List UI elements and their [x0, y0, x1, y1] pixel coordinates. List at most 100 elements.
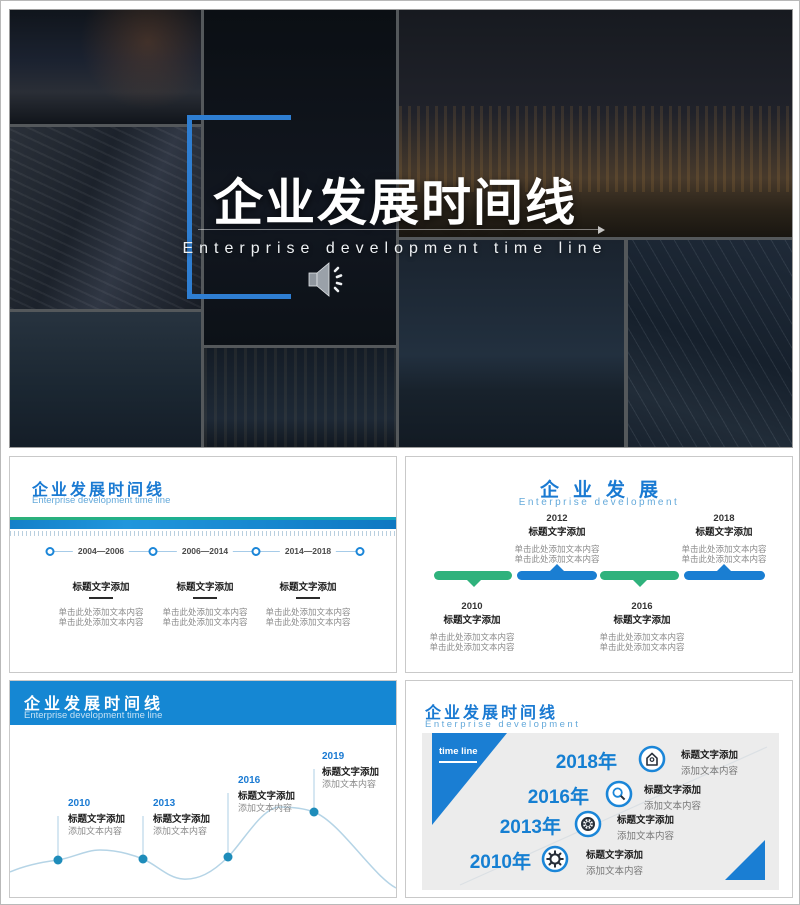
milestone-year: 2012	[546, 513, 568, 524]
photo-skyline-small	[204, 348, 396, 447]
bar-segment-blue	[684, 571, 765, 580]
year-heading: 标题文字添加	[586, 850, 644, 861]
period-text: 单击此处添加文本内容	[58, 616, 144, 627]
milestone-text: 单击此处添加文本内容	[599, 632, 685, 642]
period-block: 标题文字添加 单击此处添加文本内容 单击此处添加文本内容	[140, 579, 270, 627]
milestone-heading: 标题文字添加	[613, 615, 671, 626]
heading-rule	[89, 597, 113, 599]
milestone-year: 2018	[713, 513, 735, 524]
photo-dark-sky	[204, 10, 396, 345]
pointer-up	[716, 564, 732, 572]
milestone-heading: 标题文字添加	[68, 814, 126, 825]
year-line: 添加文本内容	[681, 766, 739, 777]
bar-segment-green	[434, 571, 512, 580]
milestone-text: 单击此处添加文本内容	[681, 544, 767, 554]
milestone-heading: 标题文字添加	[443, 615, 501, 626]
period-block: 标题文字添加 单击此处添加文本内容 单击此处添加文本内容	[243, 579, 373, 627]
year-heading: 标题文字添加	[617, 815, 675, 826]
timeline-node	[251, 547, 261, 556]
milestone-text: 单击此处添加文本内容	[514, 553, 600, 564]
slide-curve-timeline: 企业发展时间线 Enterprise development time line…	[9, 680, 397, 898]
milestone-text: 单击此处添加文本内容	[429, 641, 515, 652]
timeline-tag-rule	[439, 761, 477, 763]
content-panel: time line 2018年 标题文字添加 添加文本内容 2016年 标题	[422, 733, 779, 890]
curve-dot	[53, 855, 63, 865]
period-range: 2004—2006	[72, 546, 130, 556]
slide4-title: 企业发展时间线	[24, 696, 165, 713]
corner-triangle-topleft	[432, 733, 507, 825]
milestone-text: 单击此处添加文本内容	[429, 632, 515, 642]
milestone-block: 2010 标题文字添加 添加文本内容	[68, 798, 188, 837]
pointer-down	[466, 579, 482, 587]
photo-cable-bridge	[628, 240, 792, 447]
slide3-title: 企业发展	[539, 480, 672, 501]
milestone-text: 添加文本内容	[68, 826, 123, 836]
year-heading: 标题文字添加	[681, 750, 739, 761]
year-heading: 标题文字添加	[644, 785, 702, 796]
gradient-bar-green	[10, 517, 396, 520]
timeline-node	[148, 547, 158, 556]
timeline-node	[355, 547, 365, 556]
cover-subtitle: Enterprise development time line	[182, 240, 608, 257]
heading-rule	[193, 597, 217, 599]
slide2-subtitle: Enterprise development time line	[32, 495, 171, 506]
year-label: 2010年	[469, 852, 531, 873]
diagonal-guide-line	[459, 746, 768, 886]
header-band: 企业发展时间线 Enterprise development time line	[10, 681, 396, 725]
year-label: 2013年	[499, 817, 561, 838]
home-icon	[638, 745, 666, 773]
slide3-subtitle: Enterprise development	[518, 497, 680, 508]
cover-slide: 企业发展时间线 Enterprise development time line	[9, 9, 793, 448]
milestone-heading: 标题文字添加	[322, 767, 380, 778]
milestone-block: 2013 标题文字添加 添加文本内容	[153, 798, 273, 837]
slide-year-list: 企业发展时间线 Enterprise development time line…	[405, 680, 793, 898]
milestone-year: 2016	[631, 601, 653, 612]
milestone-heading: 标题文字添加	[153, 814, 211, 825]
ruler-ticks	[10, 531, 396, 536]
milestone-heading: 标题文字添加	[238, 791, 296, 802]
period-heading: 标题文字添加	[279, 582, 337, 593]
slide-segment-timeline: 企业发展 Enterprise development 2012 标题文字添加 …	[405, 456, 793, 673]
bar-segment-green	[600, 571, 679, 580]
curve-dot	[223, 852, 233, 862]
gear-icon	[541, 845, 569, 873]
period-range: 2006—2014	[176, 546, 234, 556]
photo-waterfront-city	[10, 312, 201, 447]
year-label: 2016年	[527, 787, 589, 808]
period-text: 单击此处添加文本内容	[265, 616, 351, 627]
period-heading: 标题文字添加	[176, 582, 234, 593]
cover-divider-line	[198, 229, 598, 230]
milestone-block: 2019 标题文字添加 添加文本内容	[322, 751, 396, 790]
slide4-subtitle: Enterprise development time line	[24, 710, 163, 721]
year-line: 添加文本内容	[617, 831, 675, 842]
milestone-year: 2019	[322, 751, 345, 762]
milestone-text: 单击此处添加文本内容	[681, 553, 767, 564]
year-text-block: 标题文字添加 添加文本内容	[617, 812, 674, 842]
year-text-block: 标题文字添加 添加文本内容	[644, 782, 701, 812]
pointer-down	[632, 579, 648, 587]
milestone-heading: 标题文字添加	[695, 527, 753, 538]
curve-dot	[138, 854, 148, 864]
slide5-subtitle: Enterprise development	[425, 719, 581, 730]
photo-city-tower	[10, 10, 201, 124]
period-block: 标题文字添加 单击此处添加文本内容 单击此处添加文本内容	[36, 579, 166, 627]
year-label: 2018年	[555, 752, 617, 773]
heading-rule	[296, 597, 320, 599]
milestone-year: 2013	[153, 798, 176, 809]
milestone-block-top: 2012 标题文字添加 单击此处添加文本内容 单击此处添加文本内容	[482, 513, 632, 564]
cover-title: 企业发展时间线	[213, 175, 577, 231]
timeline-tag: time line	[439, 746, 478, 757]
corner-triangle-bottomright	[725, 840, 765, 880]
curve-chart	[10, 769, 396, 889]
photo-city-across-water	[399, 240, 624, 447]
milestone-text: 添加文本内容	[238, 803, 293, 813]
speaker-icon[interactable]	[306, 260, 354, 300]
year-text-block: 标题文字添加 添加文本内容	[681, 747, 738, 777]
panel-decor	[432, 733, 768, 886]
milestone-block-bottom: 2010 标题文字添加 单击此处添加文本内容 单击此处添加文本内容	[406, 601, 547, 652]
curve-dot	[309, 807, 319, 817]
gradient-bar-blue	[10, 520, 396, 529]
slide2-title: 企业发展时间线	[32, 482, 166, 499]
arrow-right-icon	[598, 226, 605, 234]
